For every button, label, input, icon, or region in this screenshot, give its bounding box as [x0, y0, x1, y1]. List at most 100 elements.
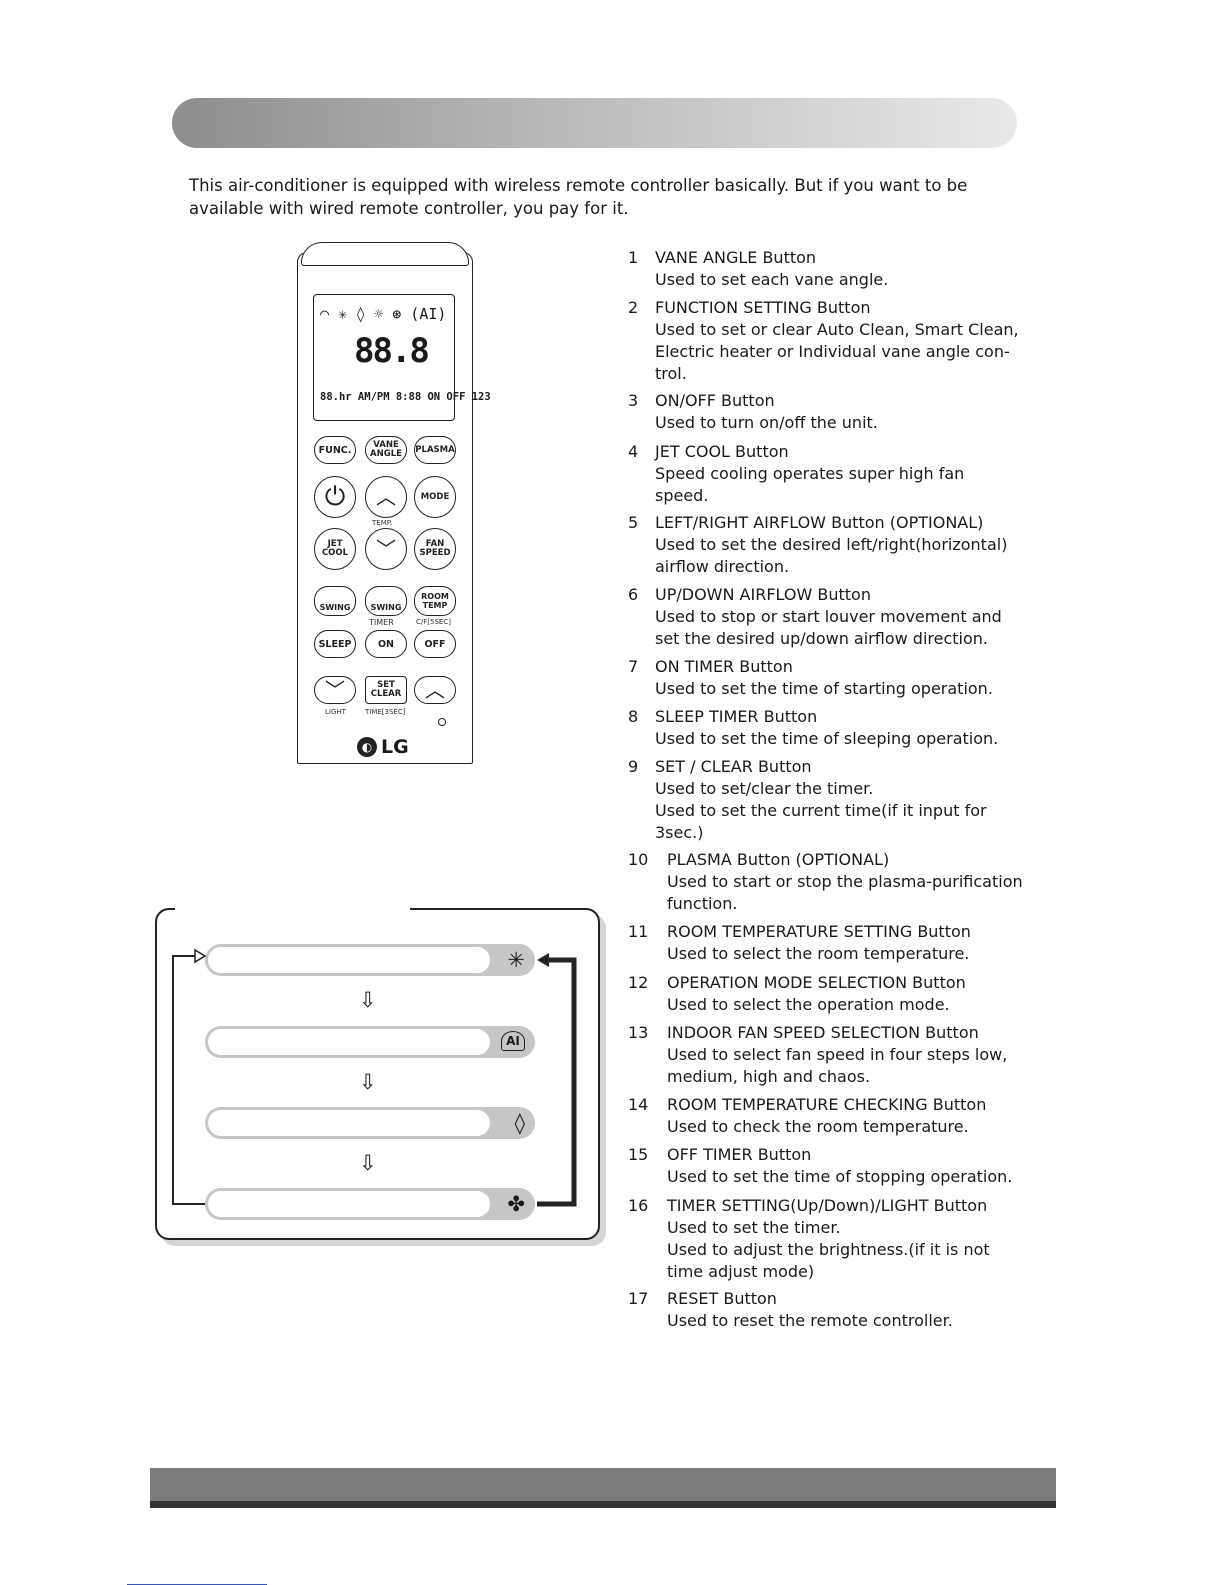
mode-row-cooling: ✳: [205, 944, 535, 976]
item-description: Used to set the current time(if it input…: [655, 801, 987, 820]
lcd-temperature: 88.8: [354, 331, 430, 371]
item-title: PLASMA Button (OPTIONAL): [667, 850, 890, 869]
up-down-swing-button[interactable]: SWING: [365, 586, 407, 616]
item-description: Used to select the room temperature.: [667, 944, 970, 963]
chevron-up-icon: ︿: [425, 677, 445, 702]
item-number: 15: [628, 1145, 649, 1164]
item-description: medium, high and chaos.: [667, 1067, 871, 1086]
lcd-mode-icons: ◠ ✳ ◊ ☼ ⊛ (AI): [320, 305, 447, 323]
lcd-timer: 88.hr AM/PM 8:88 ON OFF 123: [320, 391, 491, 403]
func-button[interactable]: FUNC.: [314, 436, 356, 464]
down-arrow-icon: ⇩: [359, 1070, 377, 1094]
temp-down-button[interactable]: ﹀: [365, 528, 407, 570]
footer-bar: [150, 1468, 1056, 1508]
item-description: Electric heater or Individual vane angle…: [655, 342, 1010, 361]
item-title: OPERATION MODE SELECTION Button: [667, 973, 966, 992]
item-description: Used to select fan speed in four steps l…: [667, 1045, 1008, 1064]
item-title: SET / CLEAR Button: [655, 757, 812, 776]
item-number: 16: [628, 1196, 649, 1215]
left-right-swing-button[interactable]: SWING: [314, 586, 356, 616]
item-description: set the desired up/down airflow directio…: [655, 629, 988, 648]
fan-speed-button[interactable]: FAN SPEED: [414, 528, 456, 570]
chevron-down-icon: ﹀: [376, 536, 396, 561]
item-number: 14: [628, 1095, 649, 1114]
cycle-return-arrows: [172, 948, 577, 1207]
drop-icon: ◊: [514, 1111, 525, 1135]
down-arrow-icon: ⇩: [359, 988, 377, 1012]
mode-cycle-diagram: ✳ ⇩ AI ⇩ ◊ ⇩ ✤: [155, 907, 600, 1240]
off-timer-button[interactable]: OFF: [414, 630, 456, 658]
item-description: Used to set the time of sleeping operati…: [655, 729, 999, 748]
item-description: Used to set the time of starting operati…: [655, 679, 993, 698]
power-icon: ⏻: [324, 481, 346, 512]
item-title: SLEEP TIMER Button: [655, 707, 818, 726]
timer-up-button[interactable]: ︿: [414, 676, 456, 704]
item-description: trol.: [655, 364, 687, 383]
mode-row-dry: ◊: [205, 1107, 535, 1139]
jet-cool-button[interactable]: JET COOL: [314, 528, 356, 570]
item-description: Used to set/clear the timer.: [655, 779, 874, 798]
chevron-up-icon: ︿: [376, 484, 396, 509]
item-number: 12: [628, 973, 649, 992]
item-title: FUNCTION SETTING Button: [655, 298, 871, 317]
item-title: UP/DOWN AIRFLOW Button: [655, 585, 871, 604]
on-timer-button[interactable]: ON: [365, 630, 407, 658]
item-title: LEFT/RIGHT AIRFLOW Button (OPTIONAL): [655, 513, 984, 532]
light-label: LIGHT: [325, 708, 346, 716]
item-description: Used to set or clear Auto Clean, Smart C…: [655, 320, 1019, 339]
item-description: Speed cooling operates super high fan: [655, 464, 965, 483]
item-title: RESET Button: [667, 1289, 777, 1308]
item-description: Used to check the room temperature.: [667, 1117, 969, 1136]
item-description: Used to set the time of stopping operati…: [667, 1167, 1013, 1186]
time-3sec-label: TIME[3SEC]: [365, 708, 406, 716]
item-number: 2: [628, 298, 639, 317]
remote-top-cap: [301, 242, 469, 266]
room-temp-button[interactable]: ROOM TEMP: [414, 586, 456, 616]
power-button[interactable]: ⏻: [314, 476, 356, 518]
remote-controller: ◠ ✳ ◊ ☼ ⊛ (AI) 88.8 88.hr AM/PM 8:88 ON …: [297, 242, 491, 764]
section-header-bar: [172, 98, 1017, 148]
item-number: 6: [628, 585, 639, 604]
vane-angle-button[interactable]: VANE ANGLE: [365, 436, 407, 464]
item-description: function.: [667, 894, 738, 913]
lg-logo-icon: ◐: [357, 737, 377, 757]
item-description: Used to stop or start louver movement an…: [655, 607, 1002, 626]
item-description: Used to adjust the brightness.(if it is …: [667, 1240, 990, 1259]
cf-label: C/F[5SEC]: [416, 618, 451, 626]
mode-button[interactable]: MODE: [414, 476, 456, 518]
reset-button[interactable]: [438, 718, 446, 726]
set-clear-button[interactable]: SET CLEAR: [365, 676, 407, 704]
temp-label: TEMP.: [372, 519, 393, 527]
temp-up-button[interactable]: ︿: [365, 476, 407, 518]
sleep-button[interactable]: SLEEP: [314, 630, 356, 658]
timer-down-button[interactable]: ﹀: [314, 676, 356, 704]
item-number: 17: [628, 1289, 649, 1308]
item-title: JET COOL Button: [655, 442, 789, 461]
plasma-button[interactable]: PLASMA: [414, 436, 456, 464]
item-number: 3: [628, 391, 639, 410]
item-number: 8: [628, 707, 639, 726]
item-title: ON TIMER Button: [655, 657, 793, 676]
item-number: 1: [628, 248, 639, 267]
item-description: time adjust mode): [667, 1262, 815, 1281]
intro-paragraph: This air-conditioner is equipped with wi…: [189, 176, 968, 218]
item-number: 9: [628, 757, 639, 776]
item-description: 3sec.): [655, 823, 704, 842]
item-description: Used to select the operation mode.: [667, 995, 950, 1014]
item-number: 5: [628, 513, 639, 532]
timer-label: TIMER: [369, 618, 394, 627]
item-title: TIMER SETTING(Up/Down)/LIGHT Button: [667, 1196, 988, 1215]
mode-row-fan: ✤: [205, 1188, 535, 1220]
item-description: Used to set each vane angle.: [655, 270, 889, 289]
item-description: speed.: [655, 486, 709, 505]
chevron-down-icon: ﹀: [325, 677, 345, 702]
item-number: 10: [628, 850, 649, 869]
diagram-title-gap: [175, 907, 410, 912]
mode-row-ai: AI: [205, 1026, 535, 1058]
ai-icon: AI: [501, 1031, 525, 1051]
fan-icon: ✤: [507, 1192, 525, 1216]
item-title: VANE ANGLE Button: [655, 248, 817, 267]
item-title: INDOOR FAN SPEED SELECTION Button: [667, 1023, 979, 1042]
item-number: 4: [628, 442, 639, 461]
lg-logo: ◐ LG: [357, 736, 409, 758]
